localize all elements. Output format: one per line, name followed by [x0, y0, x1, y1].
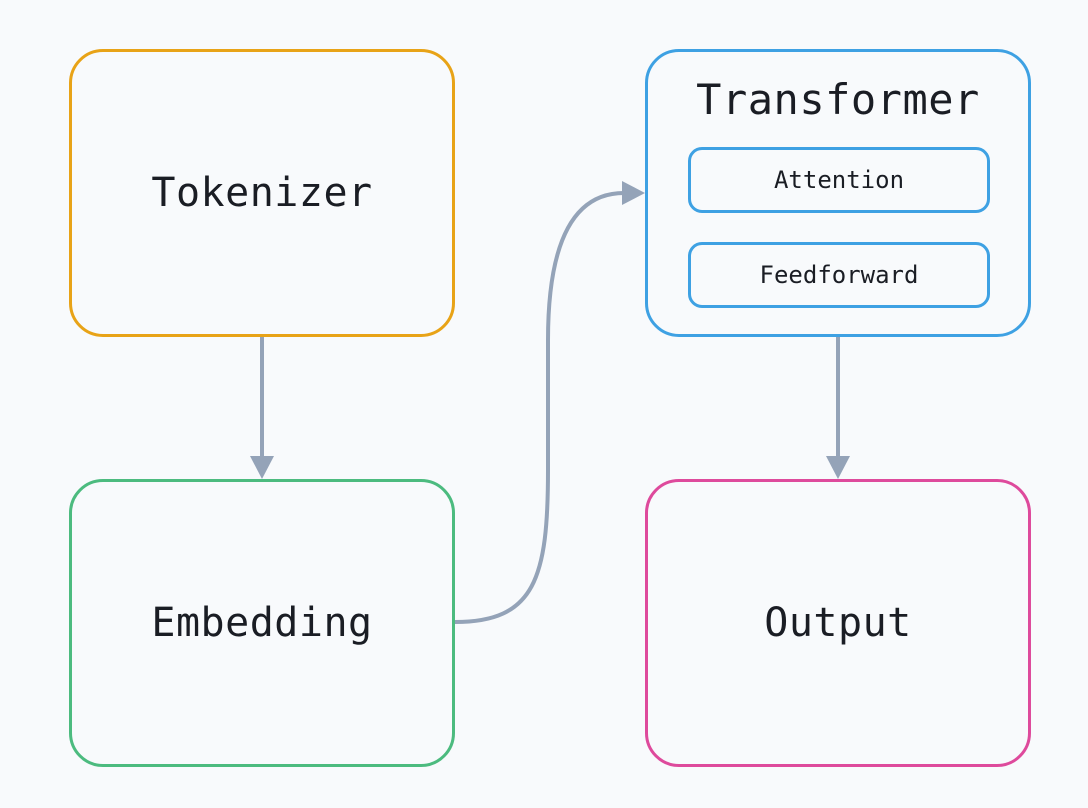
- arrowhead-transformer-output: [826, 456, 850, 479]
- output-node: Output: [645, 479, 1031, 767]
- feedforward-label: Feedforward: [759, 261, 919, 289]
- edge-embedding-transformer: [454, 191, 625, 624]
- transformer-label: Transformer: [696, 75, 980, 124]
- feedforward-component: Feedforward: [688, 242, 990, 308]
- arrowhead-embedding-transformer: [622, 181, 645, 205]
- tokenizer-node: Tokenizer: [69, 49, 455, 337]
- transformer-node: Transformer Attention Feedforward: [645, 49, 1031, 337]
- attention-label: Attention: [773, 166, 905, 194]
- output-label: Output: [764, 600, 912, 646]
- attention-component: Attention: [688, 147, 990, 213]
- arrowhead-tokenizer-embedding: [250, 456, 274, 479]
- tokenizer-label: Tokenizer: [151, 170, 373, 216]
- embedding-label: Embedding: [151, 600, 373, 646]
- embedding-node: Embedding: [69, 479, 455, 767]
